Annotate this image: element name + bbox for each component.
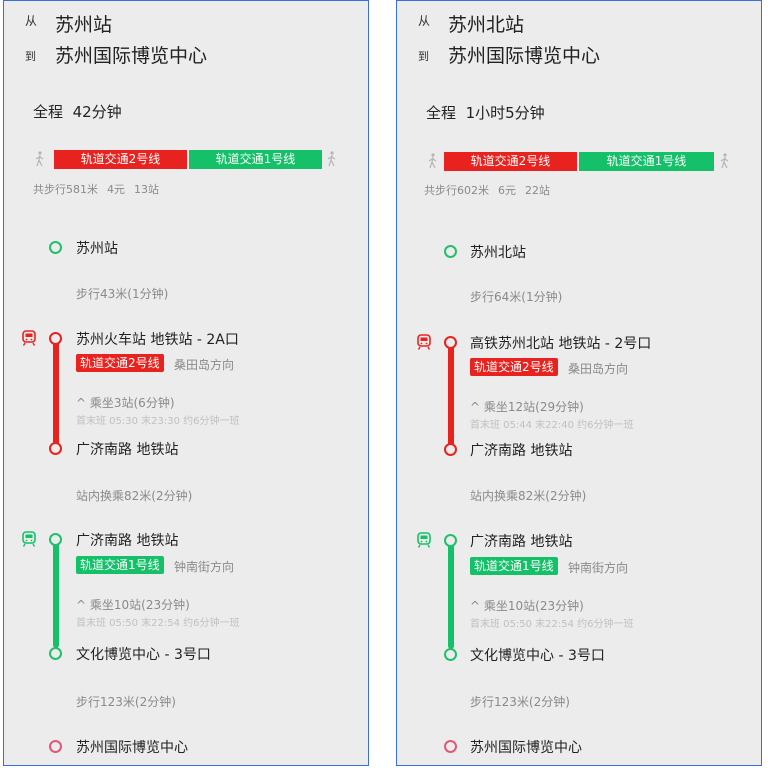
total-time: 全程 1小时5分钟: [426, 104, 545, 122]
schedule-note: 首末班 05:50 末22:54 约6分钟一班: [76, 618, 240, 629]
schedule-note: 首末班 05:50 末22:54 约6分钟一班: [470, 619, 634, 630]
board-station-marker: [444, 534, 457, 547]
total-time: 全程 42分钟: [33, 103, 122, 121]
origin-name: 苏州站: [55, 14, 113, 36]
end-point-name: 苏州国际博览中心: [470, 740, 582, 756]
walk-note: 步行64米(1分钟): [470, 290, 563, 304]
walk-note: 步行123米(2分钟): [470, 695, 570, 709]
to-label: 到: [25, 50, 36, 63]
alight-station-marker: [49, 647, 62, 660]
schedule-note: 首末班 05:44 末22:40 约6分钟一班: [470, 420, 634, 431]
board-station-marker: [49, 533, 62, 546]
route-card-suzhou-north-station[interactable]: 从 苏州北站 到 苏州国际博览中心 全程 1小时5分钟 轨道交通2号线 轨道交通…: [396, 0, 762, 766]
board-station-marker: [444, 336, 457, 349]
ride-stops-toggle[interactable]: ^ 乘坐10站(23分钟): [470, 599, 584, 613]
metro-train-icon: [22, 531, 36, 547]
transfer-note: 站内换乘82米(2分钟): [76, 489, 193, 503]
alight-station-marker: [49, 442, 62, 455]
board-station-name: 广济南路 地铁站: [470, 534, 573, 550]
end-point-name: 苏州国际博览中心: [76, 740, 188, 756]
alight-station-name: 广济南路 地铁站: [470, 443, 573, 459]
segment-line1-bar: 轨道交通1号线: [189, 150, 322, 169]
walking-person-icon: [720, 153, 729, 169]
walk-note: 步行123米(2分钟): [76, 695, 176, 709]
walking-person-icon: [428, 153, 437, 169]
ride-stops-toggle[interactable]: ^ 乘坐12站(29分钟): [470, 400, 584, 414]
direction-text: 桑田岛方向: [174, 358, 235, 372]
origin-name: 苏州北站: [448, 14, 525, 36]
board-station-name: 广济南路 地铁站: [76, 533, 179, 549]
line1-badge: 轨道交通1号线: [470, 557, 558, 575]
line1-route-rail: [53, 538, 59, 648]
walking-person-icon: [35, 151, 44, 167]
walking-person-icon: [327, 151, 336, 167]
board-station-marker: [49, 332, 62, 345]
route-card-suzhou-station[interactable]: 从 苏州站 到 苏州国际博览中心 全程 42分钟 轨道交通2号线 轨道交通1号线…: [3, 0, 369, 766]
line1-badge: 轨道交通1号线: [76, 556, 164, 574]
direction-text: 钟南街方向: [568, 561, 629, 575]
alight-station-name: 广济南路 地铁站: [76, 442, 179, 458]
walk-note: 步行43米(1分钟): [76, 287, 169, 301]
alight-station-marker: [444, 648, 457, 661]
segment-line2-bar: 轨道交通2号线: [54, 150, 187, 169]
schedule-note: 首末班 05:30 末23:30 约6分钟一班: [76, 416, 240, 427]
alight-station-name: 文化博览中心 - 3号口: [76, 647, 211, 663]
segment-line2-bar: 轨道交通2号线: [444, 152, 577, 171]
alight-station-marker: [444, 443, 457, 456]
start-point-name: 苏州北站: [470, 245, 526, 261]
board-station-name: 苏州火车站 地铁站 - 2A口: [76, 332, 239, 348]
to-label: 到: [418, 50, 429, 63]
line1-route-rail: [448, 539, 454, 649]
end-point-marker: [49, 740, 62, 753]
end-point-marker: [444, 740, 457, 753]
ride-stops-toggle[interactable]: ^ 乘坐3站(6分钟): [76, 396, 175, 410]
alight-station-name: 文化博览中心 - 3号口: [470, 648, 605, 664]
metro-train-icon: [417, 532, 431, 548]
transfer-note: 站内换乘82米(2分钟): [470, 489, 587, 503]
destination-name: 苏州国际博览中心: [448, 45, 601, 67]
ride-stops-toggle[interactable]: ^ 乘坐10站(23分钟): [76, 598, 190, 612]
metro-train-icon: [417, 334, 431, 350]
start-point-marker: [444, 245, 457, 258]
line2-badge: 轨道交通2号线: [76, 354, 164, 372]
line2-badge: 轨道交通2号线: [470, 358, 558, 376]
direction-text: 钟南街方向: [174, 560, 235, 574]
line2-route-rail: [53, 337, 59, 445]
from-label: 从: [418, 14, 431, 28]
segment-line1-bar: 轨道交通1号线: [579, 152, 714, 171]
metro-train-icon: [22, 330, 36, 346]
direction-text: 桑田岛方向: [568, 362, 629, 376]
from-label: 从: [25, 14, 38, 28]
start-point-name: 苏州站: [76, 241, 118, 257]
start-point-marker: [49, 241, 62, 254]
destination-name: 苏州国际博览中心: [55, 45, 208, 67]
line2-route-rail: [448, 341, 454, 447]
board-station-name: 高铁苏州北站 地铁站 - 2号口: [470, 336, 652, 352]
